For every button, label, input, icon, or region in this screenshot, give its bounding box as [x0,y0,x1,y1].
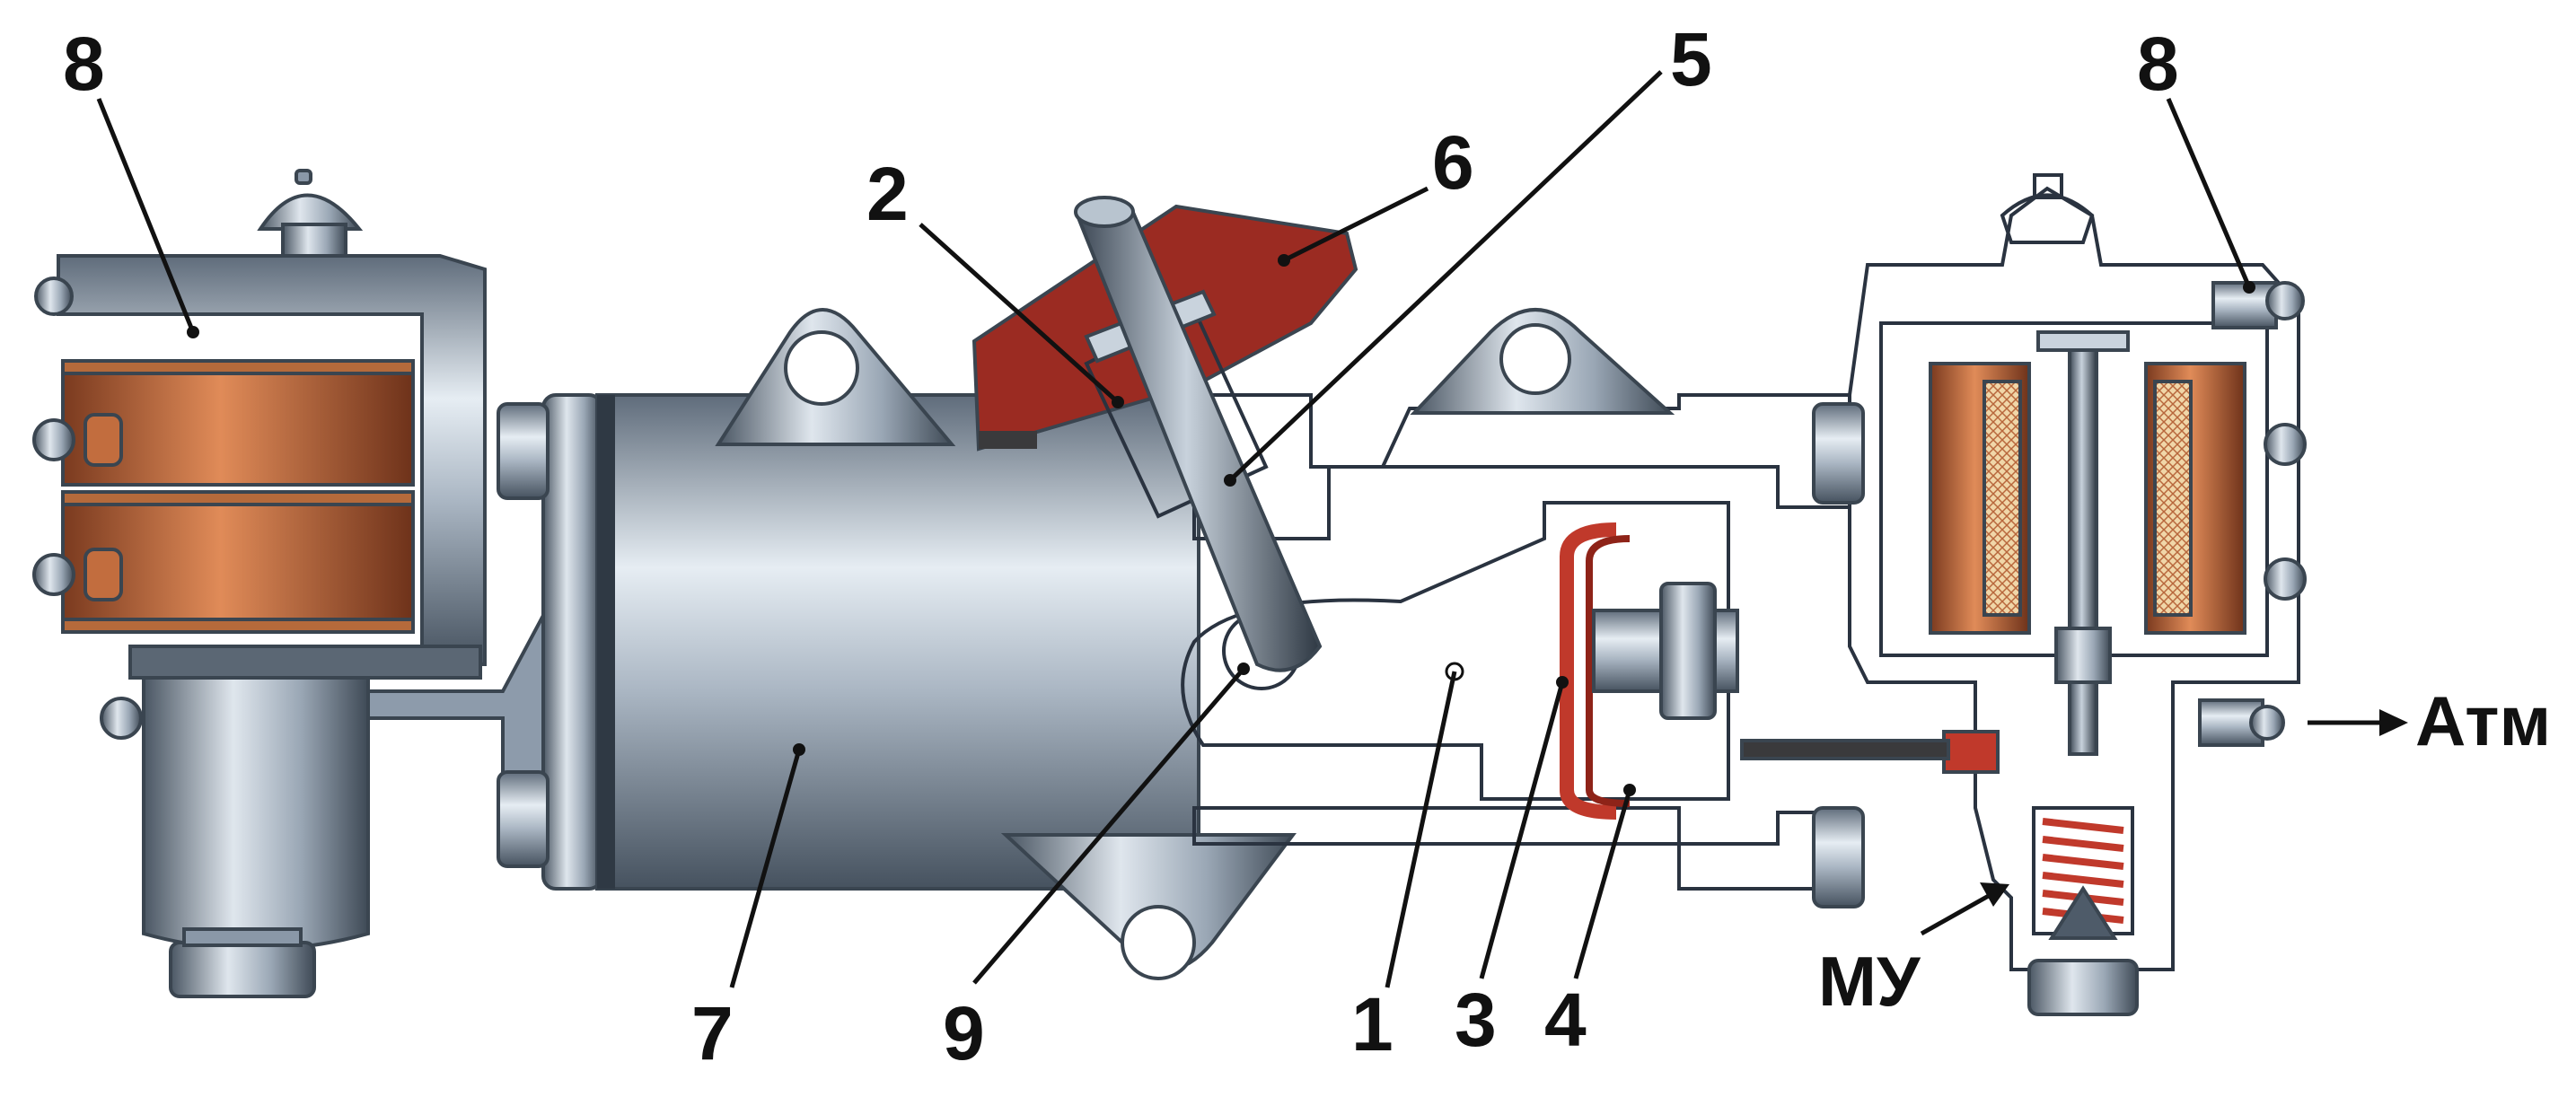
left-electromagnet-valve [32,169,487,998]
left-valve-knob [257,193,364,231]
red-connector [1942,730,2000,774]
leader-1 [1385,671,1457,988]
label-mu: МУ [1818,942,1921,1021]
leader-7 [729,749,802,988]
right-valve-housing [1848,186,2300,971]
right-valve-spring [2032,806,2134,935]
leader-3 [1479,681,1565,979]
callout-1: 1 [1351,982,1394,1066]
callout-2: 2 [866,152,909,236]
left-yoke-bottom [128,645,482,680]
leader-9 [972,667,1245,985]
callout-6: 6 [1432,120,1474,205]
right-valve-bottom-nut [2027,959,2139,1016]
rod-5 [971,196,1358,672]
adjusting-nut [1659,582,1717,720]
cylinder-7 [497,308,1297,980]
callout-9: 9 [943,991,985,1075]
arrow-mu [1920,891,1995,936]
spring-plate-4 [1560,522,1739,820]
callout-labels: 8 2 6 5 7 9 1 3 4 8 Атм МУ [63,17,2551,1075]
callout-7: 7 [691,991,734,1075]
leader-2 [919,223,1120,404]
label-atm: Атм [2415,681,2551,760]
right-valve-plunger [2068,330,2098,756]
leader-8-right [2166,98,2252,288]
center-housing-lower [1192,806,1851,891]
callout-3: 3 [1455,978,1497,1062]
left-valve-knob-stem [281,223,347,258]
callout-8-right: 8 [2137,22,2179,106]
airflow-arrows [1920,709,2408,936]
callout-5: 5 [1670,17,1712,101]
left-valve-body [142,676,370,952]
callout-8-left: 8 [63,22,105,106]
leader-lines [96,70,2255,988]
cylinder-body [595,393,1200,891]
leader-6 [1282,186,1429,263]
right-electromagnet-valve [1848,173,2307,1016]
left-cylinder-flange [541,393,603,891]
leader-5 [1228,70,1663,482]
left-valve-bottom-nut [169,941,316,998]
callout-4: 4 [1544,978,1587,1062]
leader-4 [1573,789,1632,979]
leader-8-left [96,98,196,333]
center-housing-upper [1192,393,1851,540]
